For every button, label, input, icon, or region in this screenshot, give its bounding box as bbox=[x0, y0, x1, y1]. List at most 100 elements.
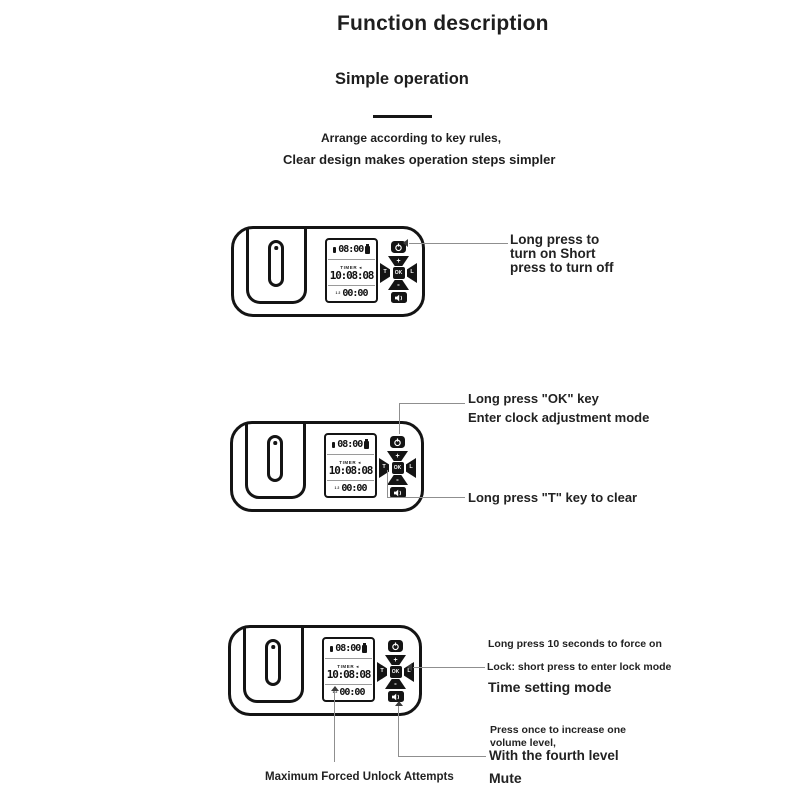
lcd-main-time: 10:08:08 bbox=[326, 667, 372, 681]
annotation-max-unlock: Maximum Forced Unlock Attempts bbox=[265, 771, 454, 783]
lcd-screen: 08:00 TIMER◄10:08:08 1 200:00 bbox=[322, 637, 375, 702]
dpad: + - T L OK bbox=[377, 655, 414, 689]
lcd-top-time: 08:00 bbox=[338, 244, 364, 255]
mute-button bbox=[388, 691, 404, 702]
ok-button: OK bbox=[389, 666, 402, 678]
alarm-mark-icon bbox=[330, 645, 334, 652]
section-subtitle: Simple operation bbox=[335, 70, 469, 88]
device-stand bbox=[243, 627, 304, 703]
dpad: + - T L OK bbox=[380, 256, 417, 290]
stand-slot bbox=[265, 639, 281, 686]
annotation-mute: Mute bbox=[489, 770, 522, 786]
callout-line-unlock bbox=[334, 691, 335, 762]
speaker-icon: ◄ bbox=[357, 459, 362, 465]
dpad-up-button: + bbox=[387, 451, 408, 461]
dpad-up-button: + bbox=[388, 256, 409, 266]
dpad-t-button: T bbox=[379, 458, 389, 478]
dpad-t-button: T bbox=[380, 263, 390, 283]
ok-button: OK bbox=[392, 267, 405, 279]
lcd-bottom-time: 00:00 bbox=[342, 288, 368, 299]
annotation-lock-mode: Lock: short press to enter lock mode bbox=[487, 661, 672, 673]
lcd-bottom-time: 00:00 bbox=[339, 687, 365, 698]
timer-label: TIMER◄ bbox=[340, 265, 363, 270]
lcd-top-time: 08:00 bbox=[335, 643, 361, 654]
dpad-up-button: + bbox=[385, 655, 406, 665]
timer-label-text: TIMER bbox=[337, 663, 355, 669]
alarm-mark-icon bbox=[332, 441, 336, 448]
callout-line-lock bbox=[413, 667, 485, 668]
callout-line-volume-horizontal bbox=[398, 756, 486, 757]
annotation-clock-adjust: Enter clock adjustment mode bbox=[468, 410, 650, 425]
slot-dot bbox=[274, 246, 278, 250]
slot-dot bbox=[273, 441, 277, 445]
ok-button: OK bbox=[391, 462, 404, 474]
battery-icon bbox=[362, 643, 367, 653]
mute-speaker-icon bbox=[394, 489, 402, 496]
timer-label: TIMER◄ bbox=[339, 460, 362, 465]
power-icon bbox=[395, 242, 402, 251]
dpad-l-button: L bbox=[404, 662, 414, 682]
intro-line-1: Arrange according to key rules, bbox=[321, 131, 502, 145]
callout-line-t-vertical bbox=[387, 470, 388, 498]
mute-speaker-icon bbox=[395, 294, 403, 301]
power-button bbox=[390, 436, 405, 448]
timer-label-text: TIMER bbox=[339, 459, 357, 465]
intro-line-2: Clear design makes operation steps simpl… bbox=[283, 152, 556, 167]
index-marks: 1 2 bbox=[335, 290, 341, 295]
dpad-t-button: T bbox=[377, 662, 387, 682]
page-title: Function description bbox=[337, 12, 549, 35]
mute-speaker-icon bbox=[392, 693, 400, 700]
device-stand bbox=[246, 228, 307, 304]
annotation-force-on: Long press 10 seconds to force on bbox=[488, 638, 662, 650]
stand-slot bbox=[267, 435, 283, 482]
annotation-power: Long press to turn on Short press to tur… bbox=[510, 232, 614, 275]
power-button bbox=[388, 640, 403, 652]
mute-button bbox=[391, 292, 407, 303]
timer-label-text: TIMER bbox=[340, 264, 358, 270]
callout-line-ok-horizontal bbox=[399, 403, 465, 404]
power-button bbox=[391, 241, 406, 253]
dpad-l-button: L bbox=[406, 458, 416, 478]
power-icon bbox=[392, 641, 399, 650]
speaker-icon: ◄ bbox=[355, 663, 360, 669]
callout-arrow-power bbox=[403, 239, 408, 247]
callout-arrow-volume bbox=[395, 701, 403, 706]
dpad: + - T L OK bbox=[379, 451, 416, 485]
battery-icon bbox=[365, 244, 370, 254]
dpad-l-button: L bbox=[407, 263, 417, 283]
battery-icon bbox=[364, 439, 369, 449]
dpad-down-button: - bbox=[387, 475, 408, 485]
timer-device-3: 08:00 TIMER◄10:08:08 1 200:00 + - T L OK bbox=[228, 625, 422, 716]
speaker-icon: ◄ bbox=[358, 264, 363, 270]
stand-slot bbox=[268, 240, 284, 287]
alarm-mark-icon bbox=[333, 246, 337, 253]
callout-line-ok-vertical bbox=[399, 403, 400, 434]
annotation-t-clear: Long press "T" key to clear bbox=[468, 490, 638, 505]
annotation-volume: Press once to increase one volume level, bbox=[490, 724, 626, 749]
mute-button bbox=[390, 487, 406, 498]
divider bbox=[373, 115, 432, 118]
dpad-down-button: - bbox=[388, 280, 409, 290]
timer-label: TIMER◄ bbox=[337, 664, 360, 669]
lcd-main-time: 10:08:08 bbox=[329, 268, 375, 282]
lcd-top-time: 08:00 bbox=[337, 439, 363, 450]
callout-line-power bbox=[409, 243, 508, 244]
dpad-down-button: - bbox=[385, 679, 406, 689]
annotation-time-setting: Time setting mode bbox=[488, 679, 612, 695]
callout-arrow-unlock bbox=[331, 686, 339, 691]
power-icon bbox=[394, 437, 401, 446]
annotation-ok-key: Long press "OK" key bbox=[468, 391, 599, 406]
callout-arrow-lock bbox=[407, 663, 412, 671]
device-stand bbox=[245, 423, 306, 499]
slot-dot bbox=[271, 645, 275, 649]
annotation-fourth-level: With the fourth level bbox=[489, 748, 619, 763]
callout-line-t-horizontal bbox=[387, 497, 465, 498]
lcd-main-time: 10:08:08 bbox=[328, 463, 374, 477]
index-marks: 1 2 bbox=[334, 485, 340, 490]
lcd-bottom-time: 00:00 bbox=[341, 483, 367, 494]
callout-line-volume-vertical bbox=[398, 706, 399, 757]
